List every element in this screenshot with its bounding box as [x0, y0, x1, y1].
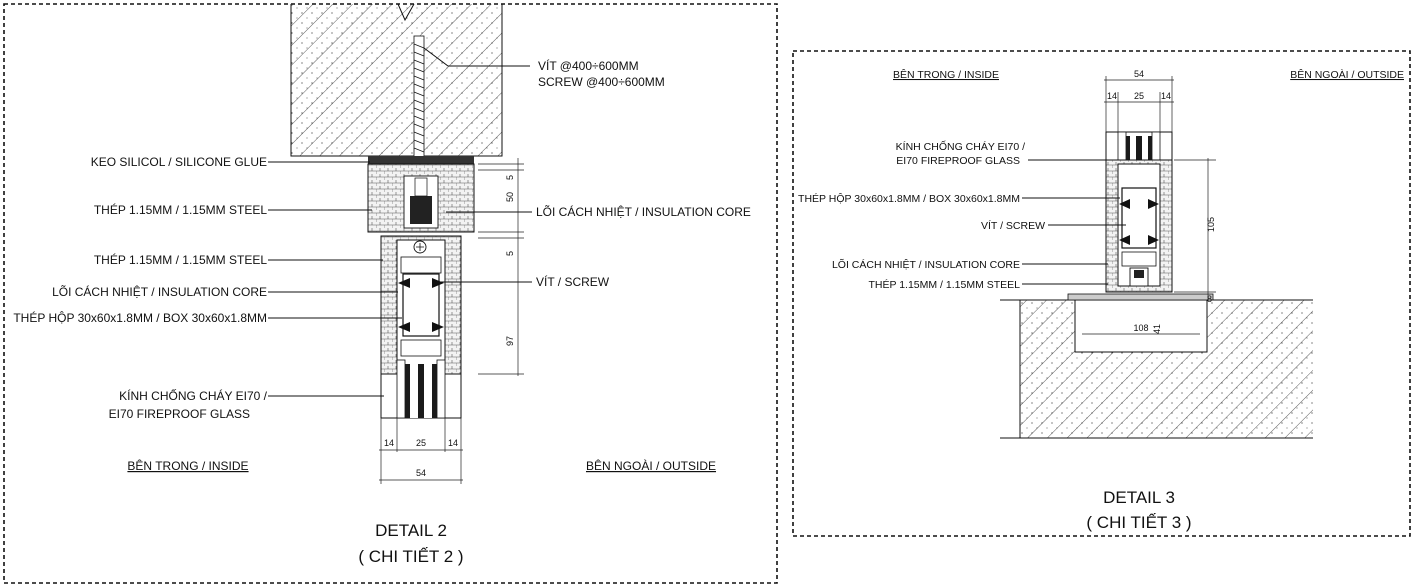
d3-label-inside: BÊN TRONG / INSIDE: [893, 68, 999, 81]
d3-dim-8: 8: [1207, 294, 1212, 304]
detail2-top-frame: [367, 163, 475, 233]
label-glass-2: EI70 FIREPROOF GLASS: [109, 407, 250, 421]
d3-dim-25: 25: [1134, 91, 1144, 101]
detail2-fireproof-glass: [380, 359, 462, 419]
dim-5b: 5: [505, 251, 515, 256]
d3-dim-108: 108: [1133, 323, 1148, 333]
detail2-dimensions: [379, 158, 524, 484]
dim-97: 97: [505, 336, 515, 346]
detail3-frame-body: [1105, 131, 1173, 293]
label-box: THÉP HỘP 30x60x1.8MM / BOX 30x60x1.8MM: [13, 310, 267, 325]
label-silicone-glue: KEO SILICOL / SILICONE GLUE: [91, 155, 267, 169]
d3-label-insulation-core: LÕI CÁCH NHIỆT / INSULATION CORE: [832, 258, 1020, 271]
detail3-frame: [792, 50, 1411, 537]
d3-label-glass-2: EI70 FIREPROOF GLASS: [896, 155, 1020, 167]
detail2-leaders: [268, 47, 532, 397]
d3-label-glass-1: KÍNH CHỐNG CHÁY EI70 /: [896, 139, 1025, 153]
d3-label-steel: THÉP 1.15MM / 1.15MM STEEL: [868, 278, 1020, 291]
dim-25: 25: [416, 438, 426, 448]
d3-dim-54: 54: [1134, 69, 1144, 79]
detail2-subtitle: ( CHI TIẾT 2 ): [358, 547, 463, 566]
label-screw-spacing: VÍT @400÷600MM: [538, 58, 639, 73]
d3-dim-105: 105: [1206, 217, 1216, 232]
d3-dim-41: 41: [1152, 324, 1162, 334]
d3-dim-14a: 14: [1107, 91, 1117, 101]
dim-50: 50: [505, 192, 515, 202]
label-inside: BÊN TRONG / INSIDE: [127, 458, 248, 473]
label-outside: BÊN NGOÀI / OUTSIDE: [586, 458, 716, 473]
d3-label-box: THÉP HỘP 30x60x1.8MM / BOX 30x60x1.8MM: [798, 192, 1020, 205]
detail3-title: DETAIL 3: [1103, 488, 1175, 507]
dim-14b: 14: [448, 438, 458, 448]
label-steel-top: THÉP 1.15MM / 1.15MM STEEL: [94, 202, 267, 217]
d3-label-outside: BÊN NGOÀI / OUTSIDE: [1290, 68, 1404, 81]
dim-14a: 14: [384, 438, 394, 448]
label-steel-mid: THÉP 1.15MM / 1.15MM STEEL: [94, 252, 267, 267]
label-insulation-core-left: LÕI CÁCH NHIỆT / INSULATION CORE: [52, 284, 267, 299]
detail3-subtitle: ( CHI TIẾT 3 ): [1086, 513, 1191, 532]
detail2-frame-body: [380, 235, 462, 375]
dim-54: 54: [416, 468, 426, 478]
detail2-title: DETAIL 2: [375, 521, 447, 540]
detail2-concrete-slab: [290, 3, 503, 157]
detail3-floor-slab: [1000, 293, 1313, 439]
d3-label-screw: VÍT / SCREW: [981, 219, 1045, 232]
label-glass-1: KÍNH CHỐNG CHÁY EI70 /: [119, 388, 267, 403]
detail3-leaders: [1022, 159, 1126, 285]
detail2-anchor-screw: [413, 35, 425, 161]
detail3-dimensions: [1082, 76, 1216, 335]
dim-5a: 5: [505, 175, 515, 180]
d3-dim-14b: 14: [1161, 91, 1171, 101]
label-screw-right: VÍT / SCREW: [536, 274, 610, 289]
label-screw-spacing-en: SCREW @400÷600MM: [538, 75, 665, 89]
label-insulation-core-right: LÕI CÁCH NHIỆT / INSULATION CORE: [536, 204, 751, 219]
detail2-silicone-glue: [368, 156, 474, 164]
